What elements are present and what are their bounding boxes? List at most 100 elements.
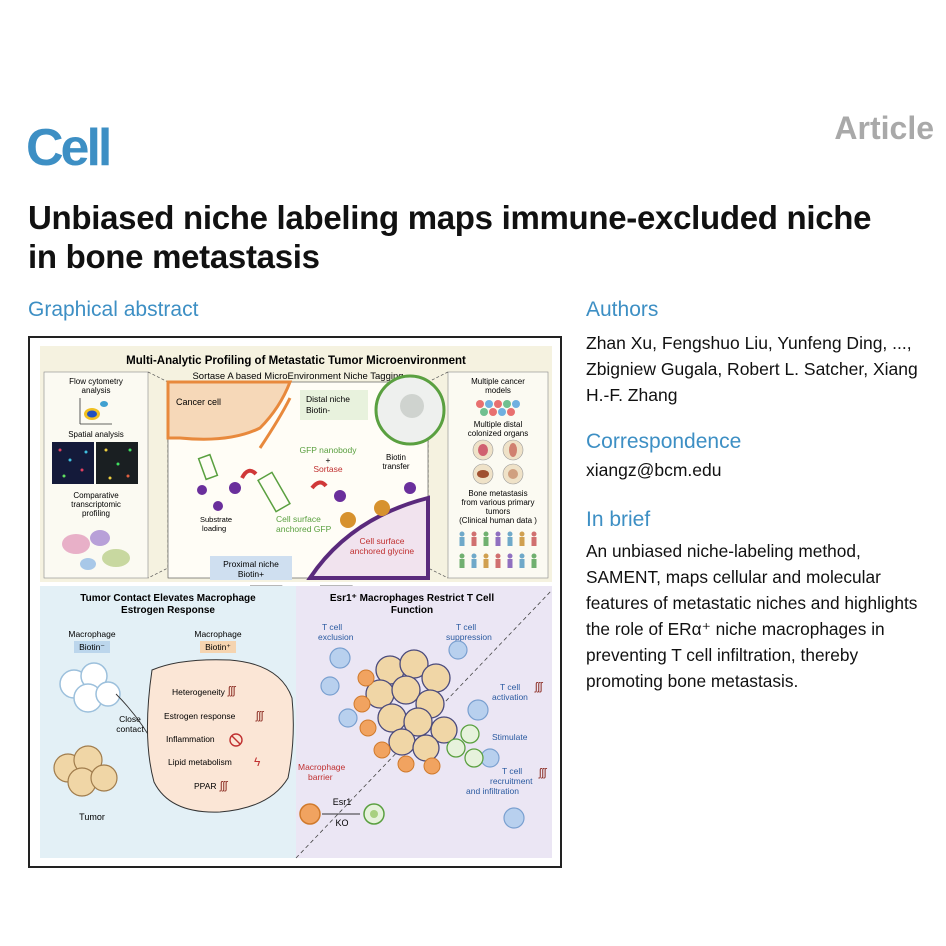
sortase-icon-2 xyxy=(310,480,328,490)
right-panel-title-1: Esr1⁺ Macrophages Restrict T Cell xyxy=(330,593,494,604)
human-figures-icon xyxy=(459,531,537,568)
sament-label: Sortase A based MicroEnvironment Niche T… xyxy=(192,371,403,382)
barrier-macrophages-icon xyxy=(353,669,441,775)
mac-barrier-label-1: Macrophage xyxy=(298,762,346,772)
proximal-niche-label-1: Proximal niche xyxy=(223,559,279,569)
correspondence-heading: Correspondence xyxy=(586,430,742,453)
inhibited-icon xyxy=(229,733,243,747)
up-regulated-icon: ʃʃʃ xyxy=(534,681,544,693)
substrate-label-1: Substrate xyxy=(200,515,232,524)
organs-icon xyxy=(472,439,524,485)
authors-list: Zhan Xu, Fengshuo Liu, Yunfeng Ding, ...… xyxy=(586,333,918,405)
comparative-label-3: profiling xyxy=(82,509,110,518)
t-act-label-2: activation xyxy=(492,692,528,702)
cancer-cell-label: Cancer cell xyxy=(176,397,221,407)
tumor-label: Tumor xyxy=(79,812,105,822)
t-cell-icons xyxy=(320,640,525,829)
biotin-transfer-label-2: transfer xyxy=(382,462,409,471)
t-recruit-label-3: and infiltration xyxy=(466,786,519,796)
models-label-1: Multiple cancer xyxy=(471,377,525,386)
t-recruit-label-2: recruitment xyxy=(490,776,533,786)
spatial-image-1 xyxy=(52,442,94,484)
comparative-label-1: Comparative xyxy=(73,491,119,500)
biotin-dot xyxy=(334,490,346,502)
up-regulated-icon: ʃʃʃ xyxy=(227,685,237,697)
comparative-label-2: transcriptomic xyxy=(71,500,121,509)
up-regulated-icon: ʃʃʃ xyxy=(255,710,265,722)
correspondence-email[interactable]: xiangz@bcm.edu xyxy=(586,460,722,480)
plus-label: + xyxy=(326,455,331,465)
distal-niche-box xyxy=(300,390,368,420)
biotin-dot xyxy=(213,501,223,511)
lightning-icon: ϟ xyxy=(254,755,261,769)
distal-niche-label-2: Biotin- xyxy=(306,405,330,415)
graphical-abstract-figure: Multi-Analytic Profiling of Metastatic T… xyxy=(28,336,562,868)
proximal-niche-label-2: Biotin+ xyxy=(238,569,264,579)
top-panel-title: Multi-Analytic Profiling of Metastatic T… xyxy=(126,355,466,367)
biotin-dot xyxy=(229,482,241,494)
bone-met-label-3: tumors xyxy=(486,507,510,516)
pathway-ppar: PPAR xyxy=(194,781,217,791)
pathway-heterogeneity: Heterogeneity xyxy=(172,687,226,697)
left-panel-title-2: Estrogen Response xyxy=(121,605,215,616)
t-excl-label-1: T cell xyxy=(322,622,342,632)
models-label-2: models xyxy=(485,386,511,395)
biotin-transfer-label-1: Biotin xyxy=(386,453,406,462)
anchored-glycine-label-1: Cell surface xyxy=(360,536,405,546)
up-regulated-icon: ʃʃʃ xyxy=(538,767,548,779)
cancer-membrane xyxy=(258,397,292,449)
mac-pos-label: Macrophage xyxy=(194,629,242,639)
authors-heading: Authors xyxy=(586,298,659,321)
tumor-mass-icon xyxy=(365,649,458,762)
flow-label-1: Flow cytometry xyxy=(69,377,123,386)
pathway-inflammation: Inflammation xyxy=(166,734,215,744)
biotin-dot xyxy=(404,482,416,494)
anchored-glycine-label-2: anchored glycine xyxy=(350,546,415,556)
biotin-neg-label: Biotin⁻ xyxy=(79,642,105,652)
macrophage-ko-nucleus xyxy=(370,810,378,818)
bone-met-label-2: from various primary xyxy=(462,498,535,507)
cancer-cell-shape xyxy=(166,380,293,441)
bone-met-label-4: (Clinical human data ) xyxy=(459,516,537,525)
t-excl-label-2: exclusion xyxy=(318,632,354,642)
tumor-cluster-icon xyxy=(53,745,118,797)
flow-cytometry-plot-icon xyxy=(79,398,112,425)
biotin-neg-badge xyxy=(74,641,110,653)
inhibited-icon-bar xyxy=(231,735,241,745)
t-supp-label-2: suppression xyxy=(446,632,492,642)
article-type-label: Article xyxy=(834,110,934,146)
pathway-cell-shape xyxy=(146,659,294,813)
up-regulated-icon: ʃʃʃ xyxy=(219,780,229,792)
sortase-icon-1 xyxy=(240,468,258,479)
pathway-estrogen: Estrogen response xyxy=(164,711,236,721)
paper-title: Unbiased niche labeling maps immune-excl… xyxy=(28,199,872,275)
left-panel-title-1: Tumor Contact Elevates Macrophage xyxy=(80,593,256,604)
spatial-label: Spatial analysis xyxy=(68,430,124,439)
close-contact-label-1: Close xyxy=(119,714,141,724)
macrophage-cluster-icon xyxy=(59,662,121,713)
flow-label-2: analysis xyxy=(82,386,111,395)
journal-logo: Cell xyxy=(26,119,112,177)
t-recruit-label-1: T cell xyxy=(502,766,522,776)
close-contact-label-2: contact xyxy=(116,724,144,734)
anchored-gfp-label-1: Cell surface xyxy=(276,514,321,524)
biotin-dot xyxy=(197,485,207,495)
spatial-dots xyxy=(58,448,132,480)
biotin-pos-label: Biotin⁺ xyxy=(205,642,231,652)
anchored-gfp-label-2: anchored GFP xyxy=(276,524,332,534)
in-brief-heading: In brief xyxy=(586,508,651,531)
distal-organs-label-1: Multiple distal xyxy=(474,420,523,429)
right-panel-title-2: Function xyxy=(391,605,433,616)
distal-niche-label-1: Distal niche xyxy=(306,394,350,404)
ko-label: KO xyxy=(335,818,348,828)
gfp-nanobody-label: GFP nanobody xyxy=(299,445,357,455)
in-brief-text: An unbiased niche-labeling method, SAMEN… xyxy=(586,541,918,691)
cancer-models-icon xyxy=(476,400,520,416)
graphical-abstract-svg: Multi-Analytic Profiling of Metastatic T… xyxy=(40,346,553,859)
mac-barrier-label-2: barrier xyxy=(308,772,333,782)
substrate-label-2: loading xyxy=(202,524,226,533)
stimulate-label: Stimulate xyxy=(492,732,528,742)
t-act-label-1: T cell xyxy=(500,682,520,692)
sortase-label: Sortase xyxy=(313,464,343,474)
glycine-dot xyxy=(374,500,390,516)
